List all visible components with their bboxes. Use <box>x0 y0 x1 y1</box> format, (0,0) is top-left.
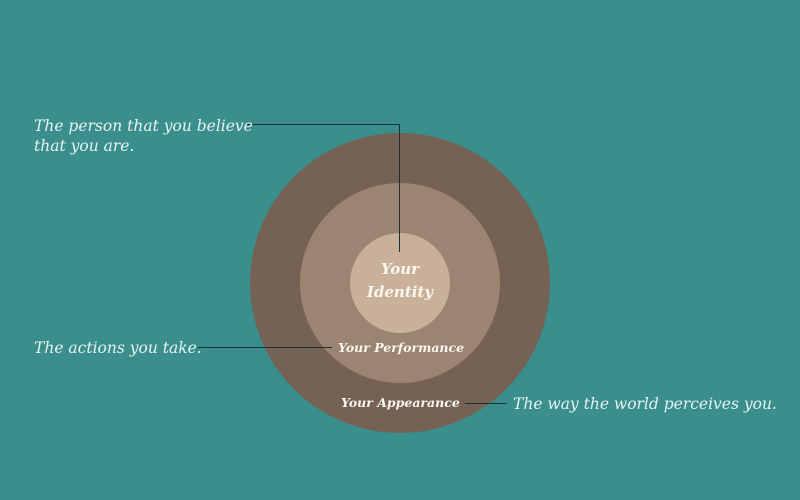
identity-connector-horizontal <box>247 124 400 125</box>
identity-label-line2: Identity <box>366 283 434 301</box>
identity-description: The person that you believe that you are… <box>34 116 253 156</box>
performance-description: The actions you take. <box>34 339 202 357</box>
identity-label-line1: Your <box>380 260 420 278</box>
appearance-description: The way the world perceives you. <box>513 395 777 413</box>
identity-description-line1: The person that you believe <box>34 117 253 135</box>
appearance-connector <box>465 403 507 404</box>
identity-label: Your Identity <box>350 258 450 304</box>
appearance-label: Your Appearance <box>341 395 460 410</box>
identity-description-line2: that you are. <box>34 137 135 155</box>
performance-connector <box>198 347 332 348</box>
identity-ring <box>350 233 450 333</box>
performance-label: Your Performance <box>338 340 465 355</box>
identity-connector-vertical <box>399 124 400 252</box>
